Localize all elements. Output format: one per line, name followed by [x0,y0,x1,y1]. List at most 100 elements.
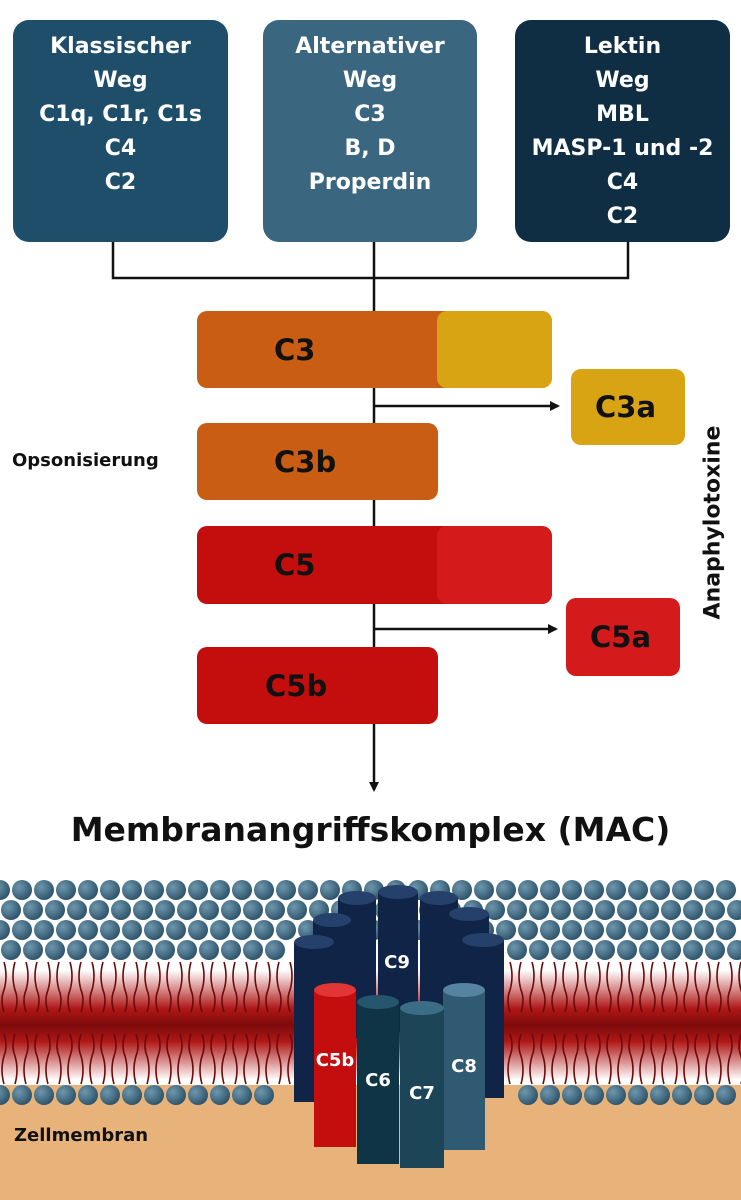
phospholipid-head [34,1085,54,1105]
phospholipid-head [606,1085,626,1105]
lipid-tail [199,961,205,1013]
lipid-tail [45,1033,51,1085]
alternative-line-5: Properdin [308,170,432,195]
classical-pathway-box: Klassischer Weg C1q, C1r, C1s C4 C2 [13,20,228,242]
lipid-tail [628,961,634,1013]
anaphylotoxine-label: Anaphylotoxine [700,425,726,620]
phospholipid-head [221,940,241,960]
phospholipid-head [12,880,32,900]
lipid-tail [254,961,260,1013]
phospholipid-head [243,900,263,920]
c3b-box: C3b [197,423,438,500]
phospholipid-head [56,920,76,940]
c5a-fragment-region [437,526,552,604]
phospholipid-head [232,1085,252,1105]
alternative-pathway-box: Alternativer Weg C3 B, D Properdin [263,20,477,242]
phospholipid-head [551,900,571,920]
phospholipid-head [188,1085,208,1105]
phospholipid-head [672,920,692,940]
lipid-tail [727,961,733,1013]
lipid-tail [221,1033,227,1085]
lipid-tail [276,961,282,1013]
phospholipid-head [23,900,43,920]
phospholipid-head [133,940,153,960]
phospholipid-head [551,940,571,960]
lipid-tail [694,961,700,1013]
phospholipid-head [529,900,549,920]
phospholipid-head [276,920,296,940]
lipid-tail [276,1033,282,1085]
lipid-tail [507,1033,513,1085]
phospholipid-head [628,920,648,940]
phospholipid-head [639,940,659,960]
phospholipid-head [573,900,593,920]
lipid-tail [1,1033,7,1085]
alternative-line-2: Weg [342,68,398,93]
lipid-tail [67,961,73,1013]
phospholipid-head [485,900,505,920]
lipid-tail [639,961,645,1013]
lipid-tail [100,1033,106,1085]
phospholipid-head [584,1085,604,1105]
lipid-tail [243,961,249,1013]
phospholipid-head [606,920,626,940]
phospholipid-head [78,880,98,900]
phospholipid-head [111,940,131,960]
phospholipid-head [265,900,285,920]
lipid-tail [683,1033,689,1085]
cell-membrane-illustration [0,880,741,1200]
c3a-fragment-region [437,311,552,388]
phospholipid-head [507,900,527,920]
lipid-tail [210,1033,216,1085]
c5b-membrane-label: C5b [315,1050,355,1071]
phospholipid-head [298,880,318,900]
phospholipid-head [122,1085,142,1105]
phospholipid-head [210,920,230,940]
phospholipid-head [540,920,560,940]
lipid-tail [12,961,18,1013]
phospholipid-head [650,880,670,900]
lipid-tail [617,1033,623,1085]
lipid-tail [1,961,7,1013]
c3b-label: C3b [274,444,337,479]
phospholipid-head [628,1085,648,1105]
lipid-tails [1,961,741,1085]
pathway-merge-line [111,242,630,280]
phospholipid-head [496,920,516,940]
lipid-tail [716,961,722,1013]
lipid-tail [683,961,689,1013]
phospholipid-head [507,940,527,960]
lipid-tail [111,961,117,1013]
phospholipid-head [595,940,615,960]
phospholipid-head [529,940,549,960]
lipid-tail [23,961,29,1013]
phospholipid-head [474,880,494,900]
phospholipid-head [672,880,692,900]
phospholipid-head [661,900,681,920]
phospholipid-head [12,920,32,940]
phospholipid-head [452,880,472,900]
lipid-tail [672,1033,678,1085]
lipid-tail [606,1033,612,1085]
phospholipid-head [716,880,736,900]
phospholipid-head [67,900,87,920]
lipid-tail [628,1033,634,1085]
c5a-box: C5a [566,598,680,676]
lipid-tail [166,1033,172,1085]
lipid-tail [650,961,656,1013]
phospholipid-head [12,1085,32,1105]
phospholipid-head [716,920,736,940]
lipid-tail [584,1033,590,1085]
lipid-tail [78,1033,84,1085]
lectin-line-3: MBL [596,102,649,127]
c5-label: C5 [274,548,316,582]
lipid-tail [56,1033,62,1085]
phospholipid-head [89,900,109,920]
c7-cylinder [400,1008,444,1168]
lipid-tail [232,1033,238,1085]
phospholipid-head [111,900,131,920]
lipid-tail [727,1033,733,1085]
lipid-tail [529,961,535,1013]
phospholipid-head [0,1085,10,1105]
zellmembran-label: Zellmembran [14,1125,149,1146]
